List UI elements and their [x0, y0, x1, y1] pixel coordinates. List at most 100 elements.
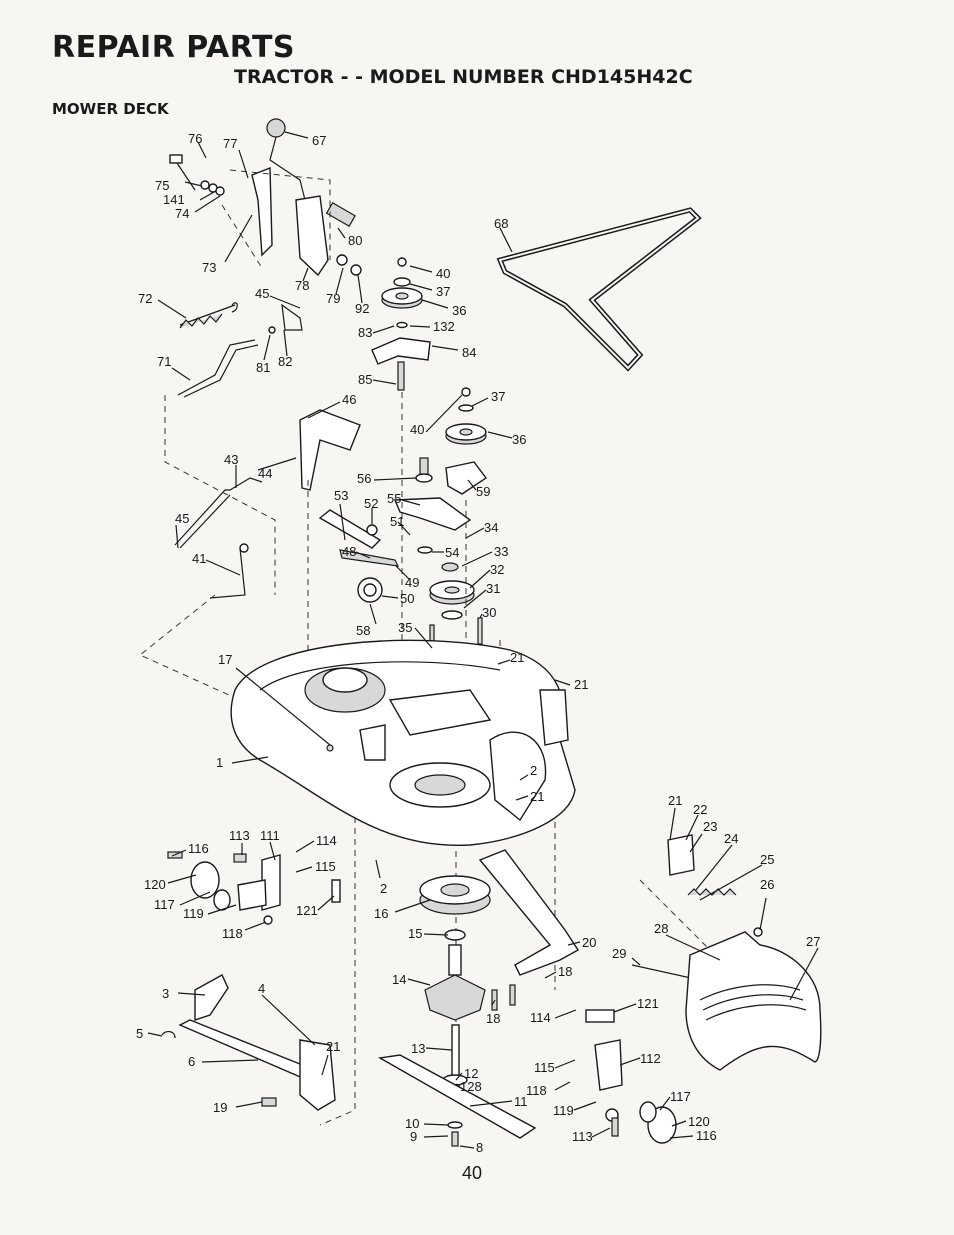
callout: 121	[296, 903, 318, 918]
callout: 21	[530, 789, 544, 804]
callout: 54	[445, 545, 459, 560]
callout: 67	[312, 133, 326, 148]
callout: 37	[436, 284, 450, 299]
callout: 112	[640, 1051, 661, 1066]
callout: 51	[390, 514, 404, 529]
callout: 80	[348, 233, 362, 248]
callout: 43	[224, 452, 238, 467]
idler-pulley-stack	[371, 257, 431, 391]
callout: 85	[358, 372, 372, 387]
callout: 11	[514, 1094, 528, 1109]
callout: 81	[256, 360, 270, 375]
callout: 8	[476, 1140, 483, 1155]
callout: 83	[358, 325, 372, 340]
callout: 74	[175, 206, 189, 221]
callout: 118	[222, 926, 243, 941]
callout: 82	[278, 354, 292, 369]
callout: 128	[460, 1079, 482, 1094]
callout: 121	[637, 996, 659, 1011]
callout: 40	[436, 266, 450, 281]
callout: 120	[688, 1114, 710, 1129]
callout: 18	[486, 1011, 500, 1026]
callout: 41	[192, 551, 206, 566]
callout: 23	[703, 819, 717, 834]
callout: 22	[693, 802, 707, 817]
belt-guard	[174, 409, 361, 599]
callout: 9	[410, 1129, 417, 1144]
spindle-assembly	[377, 875, 537, 1147]
callout: 115	[315, 859, 336, 874]
callout: 16	[374, 906, 388, 921]
callout: 119	[183, 906, 204, 921]
callout: 59	[476, 484, 490, 499]
page-number: 40	[462, 1163, 483, 1183]
section-heading: MOWER DECK	[52, 100, 169, 118]
callout: 27	[806, 934, 820, 949]
callout: 21	[668, 793, 682, 808]
callout: 5	[136, 1026, 143, 1041]
callout: 10	[405, 1116, 419, 1131]
callout: 45	[175, 511, 189, 526]
callout: 76	[188, 131, 202, 146]
callout: 1	[216, 755, 223, 770]
callout: 40	[410, 422, 424, 437]
callout: 21	[574, 677, 588, 692]
callout: 117	[154, 897, 175, 912]
callout: 116	[696, 1128, 717, 1143]
callout: 34	[484, 520, 498, 535]
callout: 55	[387, 491, 401, 506]
callout: 17	[218, 652, 232, 667]
belt	[496, 207, 702, 372]
callout: 45	[255, 286, 269, 301]
callout: 132	[433, 319, 455, 334]
callout-numbers: 76 77 67 75 141 74 73 80 78 79 92 40 37 …	[136, 131, 820, 1155]
callout: 15	[408, 926, 422, 941]
callout: 2	[380, 881, 387, 896]
callout: 13	[411, 1041, 425, 1056]
callout: 79	[326, 291, 340, 306]
callout: 26	[760, 877, 774, 892]
callout: 21	[510, 650, 524, 665]
callout: 32	[490, 562, 504, 577]
callout: 141	[163, 192, 185, 207]
callout: 48	[342, 544, 356, 559]
callout: 119	[553, 1103, 574, 1118]
callout: 115	[534, 1060, 555, 1075]
callout: 31	[486, 581, 500, 596]
mower-deck-housing	[230, 639, 576, 847]
callout: 2	[530, 763, 537, 778]
callout: 25	[760, 852, 774, 867]
callout: 58	[356, 623, 370, 638]
discharge-chute-assembly	[585, 834, 822, 1144]
callout: 19	[213, 1100, 227, 1115]
callout: 73	[202, 260, 216, 275]
callout: 36	[512, 432, 526, 447]
callout: 46	[342, 392, 356, 407]
callout: 21	[326, 1039, 340, 1054]
deflector-arm	[478, 849, 579, 1011]
callout: 71	[157, 354, 171, 369]
callout: 29	[612, 946, 626, 961]
callout: 52	[364, 496, 378, 511]
callout: 92	[355, 301, 369, 316]
idler-arm-assembly	[318, 497, 483, 648]
callout: 33	[494, 544, 508, 559]
callout-leaders	[147, 131, 819, 1149]
callout: 77	[223, 136, 237, 151]
callout: 116	[188, 841, 209, 856]
callout: 114	[530, 1010, 551, 1025]
callout: 53	[334, 488, 348, 503]
callout: 49	[405, 575, 419, 590]
callout: 20	[582, 935, 596, 950]
callout: 117	[670, 1089, 691, 1104]
callout: 37	[491, 389, 505, 404]
callout: 114	[316, 833, 337, 848]
callout: 24	[724, 831, 738, 846]
callout: 12	[464, 1066, 478, 1081]
callout: 118	[526, 1083, 547, 1098]
callout: 3	[162, 986, 169, 1001]
callout: 50	[400, 591, 414, 606]
callout: 35	[398, 620, 412, 635]
page-title: REPAIR PARTS	[52, 30, 296, 65]
